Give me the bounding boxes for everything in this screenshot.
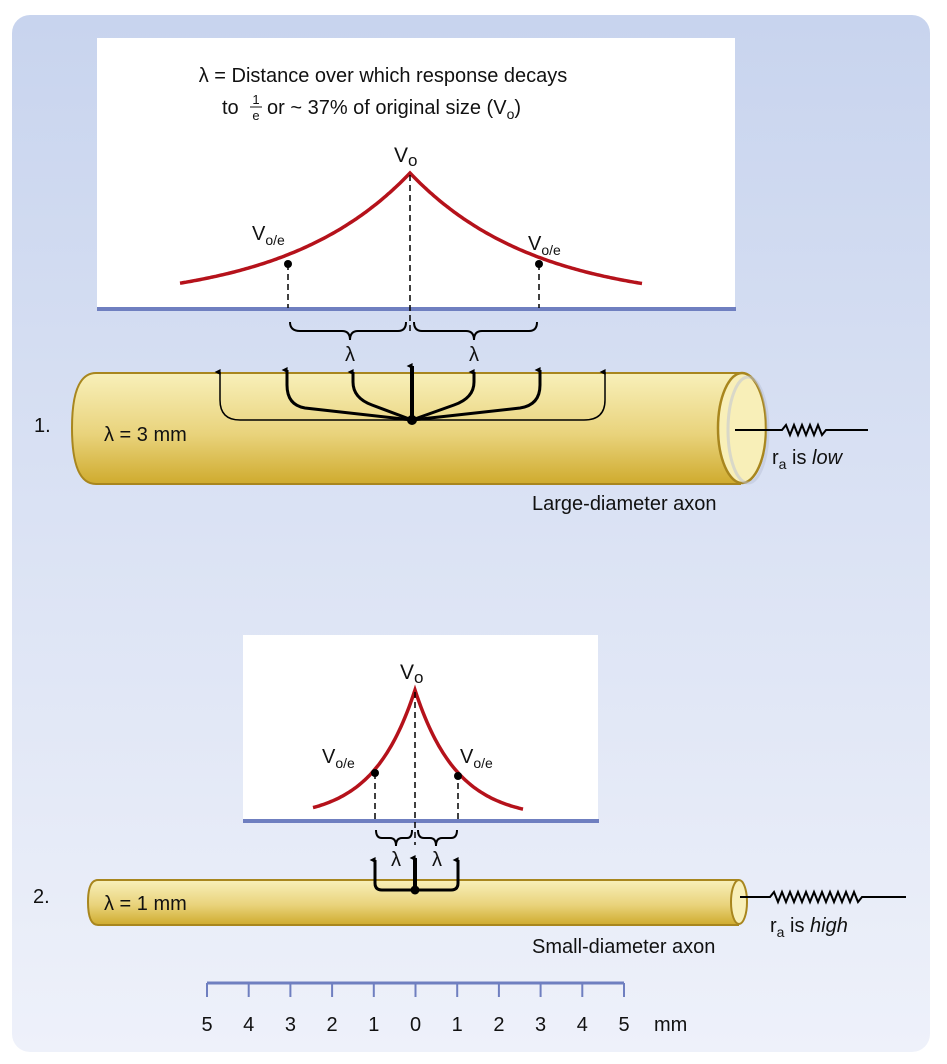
lambda-label-left-2: λ <box>391 849 401 871</box>
decay-curve-1 <box>179 170 643 286</box>
decay-curve-2 <box>312 684 524 811</box>
mm-scale: 5 4 3 2 1 0 1 2 3 4 5 <box>201 981 630 1036</box>
point-vo-e-right <box>535 260 543 268</box>
axon-2-lambda: λ = 1 mm <box>104 893 187 915</box>
label-vo-e-right: Vo/e <box>528 233 561 258</box>
axon-1-caption: Large-diameter axon <box>532 493 717 515</box>
axon-2-number: 2. <box>33 886 50 908</box>
scale-tick-label: 4 <box>577 1014 588 1036</box>
axon-1-number: 1. <box>34 415 51 437</box>
definition-line-1: λ = Distance over which response decays <box>199 65 568 87</box>
label-vo: Vo <box>394 144 417 170</box>
scale-tick-label: 0 <box>410 1014 421 1036</box>
decay-graph-2: Vo Vo/e Vo/e <box>243 635 599 845</box>
lambda-label-left: λ <box>345 344 355 366</box>
lambda-braces-2 <box>375 829 458 847</box>
definition-to: to <box>222 97 239 119</box>
scale-tick-label: 3 <box>285 1014 296 1036</box>
label-vo-e-right-2: Vo/e <box>460 746 493 771</box>
point-vo-e-left <box>284 260 292 268</box>
lambda-label-right-2: λ <box>432 849 442 871</box>
lambda-braces-1 <box>289 321 538 341</box>
scale-tick-label: 4 <box>243 1014 254 1036</box>
point-vo-e-right-2 <box>454 772 462 780</box>
stimulus-point-2 <box>410 885 420 895</box>
scale-tick-label: 1 <box>368 1014 379 1036</box>
decay-graph-1: λ = Distance over which response decays … <box>97 38 736 332</box>
scale-tick-label: 2 <box>327 1014 338 1036</box>
scale-tick-label: 3 <box>535 1014 546 1036</box>
fraction-denominator: e <box>252 108 259 123</box>
label-vo-2: Vo <box>400 661 423 687</box>
fraction-numerator: 1 <box>252 92 259 107</box>
axon-2-caption: Small-diameter axon <box>532 936 715 958</box>
current-arrows-1 <box>214 363 606 422</box>
stimulus-point-1 <box>407 415 417 425</box>
label-vo-e-left: Vo/e <box>252 223 285 248</box>
definition-rest: or ~ 37% of original size (Vo) <box>267 97 521 122</box>
axon-2-resistance: ra is high <box>770 915 848 940</box>
scale-tick-label: 5 <box>618 1014 629 1036</box>
current-arrows-2 <box>369 855 460 892</box>
resistor-icon-1 <box>735 422 868 438</box>
resistor-icon-2 <box>740 889 906 905</box>
axon-1-lambda: λ = 3 mm <box>104 424 187 446</box>
small-diameter-axon <box>86 879 748 926</box>
scale-tick-label: 2 <box>493 1014 504 1036</box>
axon-1-resistance: ra is low <box>772 447 844 472</box>
scale-tick-label: 1 <box>452 1014 463 1036</box>
scale-unit: mm <box>654 1014 687 1036</box>
point-vo-e-left-2 <box>371 769 379 777</box>
lambda-label-right: λ <box>469 344 479 366</box>
label-vo-e-left-2: Vo/e <box>322 746 355 771</box>
large-diameter-axon <box>70 371 770 485</box>
scale-tick-label: 5 <box>201 1014 212 1036</box>
